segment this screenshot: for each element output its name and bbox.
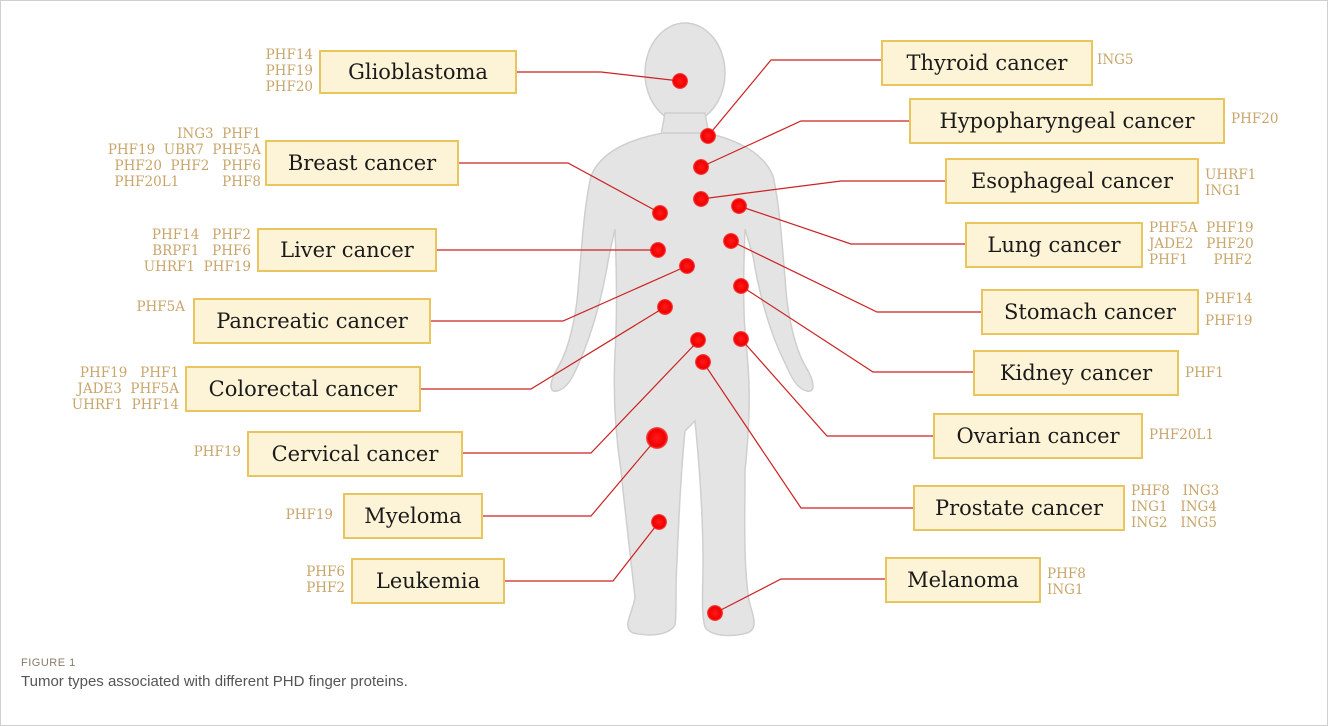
tumor-dot-thyroid [700, 128, 716, 144]
cancer-box-thyroid: Thyroid cancer [881, 40, 1093, 86]
cancer-box-lung: Lung cancer [965, 222, 1143, 268]
tumor-dot-lung [731, 198, 747, 214]
cancer-box-cervical: Cervical cancer [247, 431, 463, 477]
protein-list-glioblastoma: PHF14 PHF19 PHF20 [241, 47, 313, 95]
tumor-dot-melanoma [707, 605, 723, 621]
cancer-box-stomach: Stomach cancer [981, 289, 1199, 335]
tumor-dot-prostate [695, 354, 711, 370]
tumor-dot-liver [650, 242, 666, 258]
cancer-box-esophageal: Esophageal cancer [945, 158, 1199, 204]
line-thyroid [708, 60, 883, 136]
tumor-dot-leukemia [651, 514, 667, 530]
tumor-dot-hypopharyngeal [693, 159, 709, 175]
cancer-box-glioblastoma: Glioblastoma [319, 50, 517, 94]
protein-list-pancreatic: PHF5A [111, 299, 185, 315]
tumor-dot-colorectal [657, 299, 673, 315]
protein-list-kidney: PHF1 [1185, 365, 1224, 381]
protein-list-colorectal: PHF19 PHF1 JADE3 PHF5A UHRF1 PHF14 [31, 365, 179, 413]
cancer-box-kidney: Kidney cancer [973, 350, 1179, 396]
tumor-dot-breast [652, 205, 668, 221]
cancer-box-ovarian: Ovarian cancer [933, 413, 1143, 459]
protein-list-cervical: PHF19 [171, 444, 241, 460]
cancer-box-melanoma: Melanoma [885, 557, 1041, 603]
cancer-box-leukemia: Leukemia [351, 558, 505, 604]
cancer-box-hypopharyngeal: Hypopharyngeal cancer [909, 98, 1225, 144]
protein-list-liver: PHF14 PHF2 BRPF1 PHF6 UHRF1 PHF19 [101, 227, 251, 275]
tumor-dot-ovarian [733, 331, 749, 347]
figure-label: FIGURE 1 [21, 657, 76, 669]
protein-list-hypopharyngeal: PHF20 [1231, 111, 1278, 127]
cancer-box-colorectal: Colorectal cancer [185, 366, 421, 412]
protein-list-melanoma: PHF8 ING1 [1047, 566, 1086, 598]
tumor-dot-myeloma [646, 427, 668, 449]
tumor-dot-cervical [690, 332, 706, 348]
protein-list-esophageal: UHRF1 ING1 [1205, 167, 1256, 199]
protein-list-ovarian: PHF20L1 [1149, 427, 1214, 443]
human-body-silhouette [551, 23, 813, 635]
tumor-dot-pancreatic [679, 258, 695, 274]
protein-list-leukemia: PHF6 PHF2 [285, 564, 345, 596]
protein-list-stomach: PHF14 PHF19 [1205, 291, 1252, 329]
tumor-dot-stomach [723, 233, 739, 249]
figure-caption: Tumor types associated with different PH… [21, 673, 408, 690]
cancer-box-breast: Breast cancer [265, 140, 459, 186]
protein-list-thyroid: ING5 [1097, 52, 1134, 68]
line-ovarian [741, 339, 933, 436]
cancer-box-liver: Liver cancer [257, 228, 437, 272]
protein-list-breast: ING3 PHF1 PHF19 UBR7 PHF5A PHF20 PHF2 PH… [71, 126, 261, 190]
protein-list-prostate: PHF8 ING3 ING1 ING4 ING2 ING5 [1131, 483, 1219, 531]
protein-list-lung: PHF5A PHF19 JADE2 PHF20 PHF1 PHF2 [1149, 220, 1254, 268]
protein-list-myeloma: PHF19 [263, 507, 333, 523]
tumor-dot-kidney [733, 278, 749, 294]
cancer-box-prostate: Prostate cancer [913, 485, 1125, 531]
cancer-box-pancreatic: Pancreatic cancer [193, 298, 431, 344]
tumor-dot-glioblastoma [672, 73, 688, 89]
cancer-box-myeloma: Myeloma [343, 493, 483, 539]
tumor-dot-esophageal [693, 191, 709, 207]
